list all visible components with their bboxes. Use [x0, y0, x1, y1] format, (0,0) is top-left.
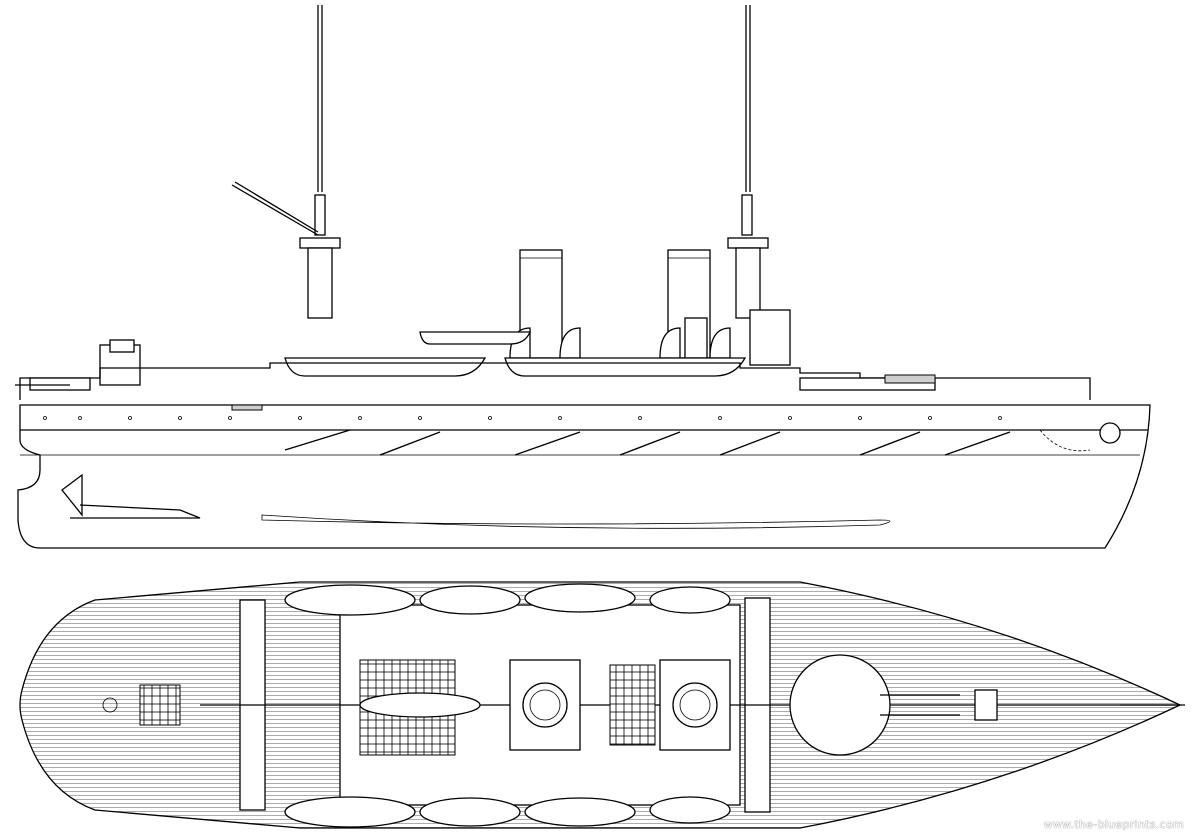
watermark: www.the-blueprints.com — [1043, 818, 1184, 831]
fore-mast — [231, 5, 341, 319]
main-mast — [727, 5, 769, 319]
top-plan-view — [19, 581, 1185, 829]
grating — [139, 684, 181, 726]
grating — [609, 664, 656, 746]
portholes — [43, 416, 1002, 420]
hull-side — [17, 404, 1151, 549]
boat — [504, 357, 747, 377]
boats-top — [284, 583, 731, 828]
boat — [284, 357, 487, 377]
side-profile-view — [15, 5, 1151, 549]
forward-turret — [789, 654, 891, 756]
net-booms — [284, 429, 1011, 456]
